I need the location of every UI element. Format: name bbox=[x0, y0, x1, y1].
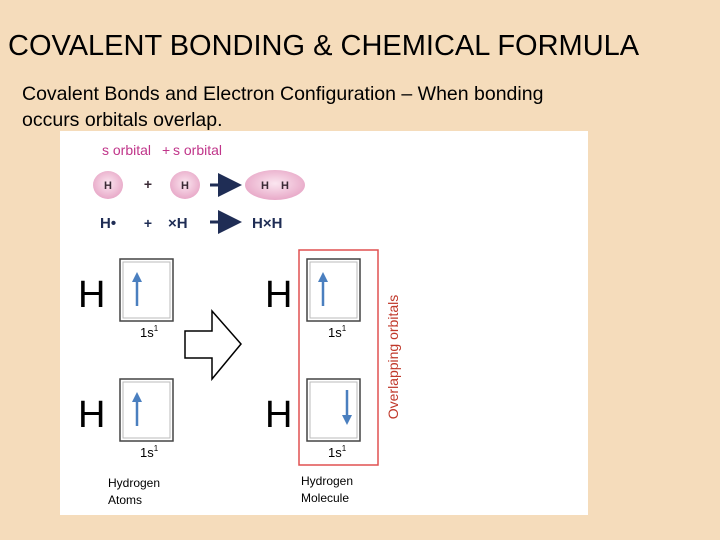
overlap-label: Overlapping orbitals bbox=[385, 295, 401, 420]
orbital-h-2: H bbox=[181, 180, 189, 192]
plus-label: + bbox=[162, 142, 170, 158]
lewis-h-dot: H• bbox=[100, 215, 116, 232]
orbital-plus: + bbox=[144, 176, 152, 192]
orbital-box-molecule-top-inner bbox=[309, 261, 358, 319]
orbital-label-atom-top: 1s1 bbox=[140, 324, 159, 340]
orbital-box-molecule-top bbox=[306, 258, 361, 322]
slide-subtitle: Covalent Bonds and Electron Configuratio… bbox=[22, 81, 622, 133]
transition-arrow bbox=[184, 309, 242, 382]
lewis-h2: H×H bbox=[252, 215, 282, 232]
orbital-diagram: s orbital + s orbital H + H H H H• + ×H … bbox=[60, 131, 588, 515]
overlap-highlight-box bbox=[298, 249, 379, 466]
h-orbital-sphere-1 bbox=[93, 171, 123, 199]
orbital-h-1: H bbox=[104, 180, 112, 192]
molecule-caption-line-2: Molecule bbox=[301, 491, 349, 505]
subtitle-line-1: Covalent Bonds and Electron Configuratio… bbox=[22, 83, 544, 105]
atoms-caption-line-1: Hydrogen bbox=[108, 476, 160, 490]
molecule-h-top: H bbox=[265, 274, 292, 316]
spin-up-head-atom-top bbox=[132, 272, 142, 282]
overlap-h-2: H bbox=[281, 180, 289, 192]
orbital-box-atom-top bbox=[119, 258, 174, 322]
lewis-h-cross: ×H bbox=[168, 215, 188, 232]
molecule-h-bottom: H bbox=[265, 394, 292, 436]
atoms-caption-line-2: Atoms bbox=[108, 493, 142, 507]
atom-h-bottom: H bbox=[78, 394, 105, 436]
orbital-label-atom-bottom: 1s1 bbox=[140, 444, 159, 460]
h2-orbital-overlap bbox=[245, 170, 305, 200]
orbital-diagram-svg: s orbital + s orbital H + H H H H• + ×H … bbox=[78, 142, 401, 507]
spin-up-head-molecule-top bbox=[318, 272, 328, 282]
atom-h-top: H bbox=[78, 274, 105, 316]
orbital-box-molecule-bottom-inner bbox=[309, 381, 358, 439]
orbital-box-atom-top-inner bbox=[122, 261, 171, 319]
spin-down-head-molecule-bottom bbox=[342, 415, 352, 425]
h-orbital-sphere-2 bbox=[170, 171, 200, 199]
s-orbital-label-2: s orbital bbox=[173, 142, 222, 158]
slide-title: COVALENT BONDING & CHEMICAL FORMULA bbox=[8, 30, 640, 62]
lewis-plus: + bbox=[144, 215, 152, 231]
orbital-box-atom-bottom-inner bbox=[122, 381, 171, 439]
s-orbital-label-1: s orbital bbox=[102, 142, 151, 158]
spin-up-head-atom-bottom bbox=[132, 392, 142, 402]
subtitle-line-2: occurs orbitals overlap. bbox=[22, 109, 223, 131]
orbital-box-atom-bottom bbox=[119, 378, 174, 442]
orbital-box-molecule-bottom bbox=[306, 378, 361, 442]
orbital-label-molecule-top: 1s1 bbox=[328, 324, 347, 340]
orbital-label-molecule-bottom: 1s1 bbox=[328, 444, 347, 460]
molecule-caption-line-1: Hydrogen bbox=[301, 474, 353, 488]
overlap-h-1: H bbox=[261, 180, 269, 192]
